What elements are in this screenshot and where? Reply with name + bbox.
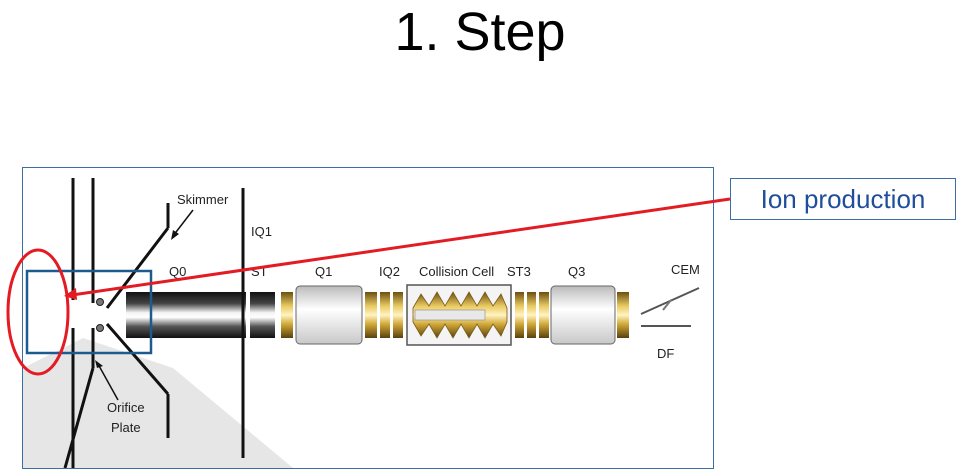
label-iq1: IQ1: [251, 224, 272, 239]
q1-quadrupole: [295, 285, 363, 345]
st3-lens: [527, 292, 536, 338]
label-cem: CEM: [671, 262, 700, 277]
label-orifice: Orifice: [107, 400, 145, 415]
callout-text: Ion production: [760, 183, 926, 214]
iq2-lens: [393, 292, 403, 338]
q3-quadrupole: [550, 285, 616, 345]
q0-rods: [126, 292, 246, 338]
instrument-diagram: Skimmer IQ1 Q0 ST Q1 IQ2 Collision Cell …: [22, 167, 714, 469]
mass-spectrometer-schematic: [23, 178, 700, 468]
label-st3: ST3: [507, 264, 531, 279]
label-st1: ST: [251, 264, 268, 279]
label-df: DF: [657, 346, 675, 361]
label-plate: Plate: [111, 420, 141, 435]
label-q0: Q0: [169, 264, 187, 279]
callout-box: Ion production: [730, 178, 956, 220]
label-q1: Q1: [315, 264, 333, 279]
slide-title: 1. Step: [394, 2, 566, 62]
label-collision-cell: Collision Cell: [419, 264, 495, 279]
label-iq2: IQ2: [379, 264, 400, 279]
shadow-region: [23, 338, 293, 468]
label-skimmer: Skimmer: [177, 192, 229, 207]
st1-rods: [250, 292, 275, 338]
label-q3: Q3: [568, 264, 586, 279]
